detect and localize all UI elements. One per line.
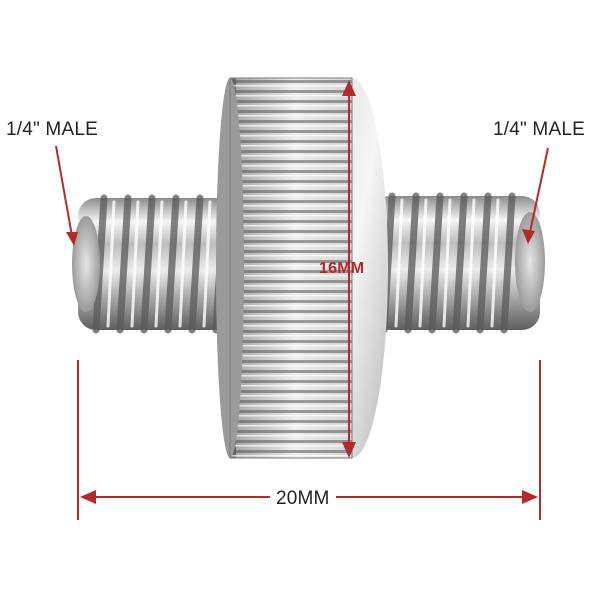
width-left-arrow-icon xyxy=(80,490,96,504)
right-thread-label: 1/4" MALE xyxy=(493,119,585,140)
left-label-arrow xyxy=(55,145,73,237)
width-right-arrow-icon xyxy=(522,490,538,504)
height-dimension-label: 16MM xyxy=(319,260,365,277)
knurled-nut xyxy=(216,77,388,459)
height-bottom-arrow-icon xyxy=(342,442,356,458)
right-label-arrow xyxy=(529,147,549,233)
right-arrowhead-icon xyxy=(522,229,535,244)
left-arrowhead-icon xyxy=(66,232,78,246)
width-dimension-label: 20MM xyxy=(270,488,336,510)
height-top-arrow-icon xyxy=(342,80,356,96)
left-thread xyxy=(72,194,238,334)
right-thread xyxy=(372,192,545,334)
left-thread-label: 1/4" MALE xyxy=(6,119,98,140)
